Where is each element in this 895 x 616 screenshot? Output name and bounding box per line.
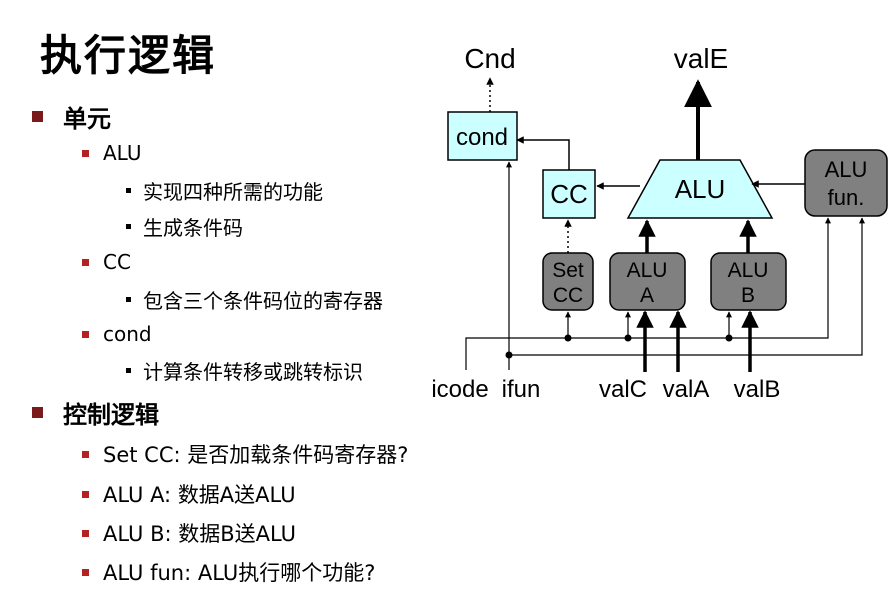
control-heading: 控制逻辑: [63, 401, 159, 429]
bullet-square-icon: [32, 407, 43, 418]
control-item: ALU A: 数据A送ALU: [82, 479, 296, 509]
alu-fun-label-line1: ALU: [825, 157, 868, 182]
unit-item-cond: cond: [82, 322, 152, 346]
bullet-square-icon: [82, 149, 89, 157]
control-item: ALU B: 数据B送ALU: [82, 518, 296, 548]
units-heading-row: 单元: [32, 99, 111, 134]
alua-label-line1: ALU: [627, 259, 668, 282]
icode-bus-line: [465, 217, 831, 370]
unit-sub-item: 包含三个条件码位的寄存器: [126, 285, 383, 314]
unit-sub-text: 实现四种所需的功能: [143, 180, 323, 204]
alu-fun-label-line2: fun.: [828, 185, 865, 210]
bullet-square-icon: [82, 258, 89, 266]
bullet-square-icon: [82, 450, 89, 458]
control-item-text: ALU A: 数据A送ALU: [103, 483, 296, 507]
bullet-dot-icon: [126, 224, 131, 229]
vale-label: valE: [674, 43, 728, 74]
alua-label-line2: A: [640, 284, 654, 307]
alu-label: ALU: [675, 174, 726, 204]
icode-label: icode: [431, 376, 488, 403]
unit-label: ALU: [103, 141, 142, 165]
bullet-square-icon: [82, 330, 89, 338]
unit-sub-text: 包含三个条件码位的寄存器: [143, 289, 383, 313]
cond-block: [447, 111, 518, 161]
control-item: ALU fun: ALU执行哪个功能?: [82, 557, 375, 587]
cc-label: CC: [550, 179, 588, 209]
alub-label-line1: ALU: [728, 259, 769, 282]
alu-block: [626, 159, 774, 219]
control-item-text: ALU fun: ALU执行哪个功能?: [103, 561, 376, 585]
unit-item-cc: CC: [82, 250, 131, 274]
ifun-label: ifun: [502, 376, 541, 403]
junction-dot: [564, 334, 572, 342]
bullet-square-icon: [32, 111, 43, 122]
bullet-dot-icon: [126, 368, 131, 373]
unit-sub-text: 计算条件转移或跳转标识: [143, 360, 363, 384]
junction-dot: [624, 334, 632, 342]
control-item-text: ALU B: 数据B送ALU: [103, 522, 297, 546]
cond-label: cond: [456, 124, 508, 151]
unit-label: cond: [103, 322, 152, 346]
control-item: Set CC: 是否加载条件码寄存器?: [82, 439, 408, 469]
bullet-square-icon: [82, 568, 89, 576]
page-title: 执行逻辑: [40, 31, 217, 80]
unit-sub-item: 生成条件码: [126, 212, 243, 241]
setcc-label-line2: CC: [553, 284, 583, 307]
bullet-dot-icon: [126, 188, 131, 193]
cnd-label: Cnd: [464, 43, 515, 74]
vala-label: valA: [663, 376, 710, 403]
alub-label-line2: B: [741, 284, 755, 307]
valb-label: valB: [734, 376, 781, 403]
junction-dot: [725, 334, 733, 342]
unit-sub-text: 生成条件码: [143, 216, 243, 240]
unit-item-alu: ALU: [82, 141, 141, 165]
bullet-square-icon: [82, 529, 89, 537]
control-item-text: Set CC: 是否加载条件码寄存器?: [103, 443, 409, 467]
control-heading-row: 控制逻辑: [32, 395, 159, 430]
units-heading: 单元: [63, 105, 111, 133]
bullet-dot-icon: [126, 297, 131, 302]
valc-label: valC: [599, 376, 647, 403]
unit-sub-item: 计算条件转移或跳转标识: [126, 356, 363, 385]
unit-label: CC: [103, 250, 131, 274]
bullet-square-icon: [82, 490, 89, 498]
alu-fun-block: [804, 149, 888, 217]
cc-to-cond-line: [516, 136, 570, 170]
unit-sub-item: 实现四种所需的功能: [126, 176, 323, 205]
setcc-label-line1: Set: [552, 259, 584, 282]
ifun-bus-line: [508, 217, 865, 370]
junction-dot: [505, 351, 513, 359]
